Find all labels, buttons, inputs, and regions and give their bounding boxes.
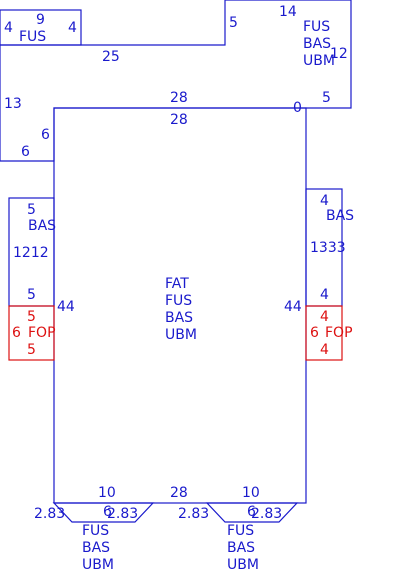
label-top-right-ubm: UBM — [303, 53, 335, 69]
label-bl-6: 6 — [103, 504, 112, 520]
label-left-strip-13: 13 — [4, 96, 22, 112]
label-left-red-5a: 5 — [27, 309, 36, 325]
label-main-center-1: FAT — [165, 276, 189, 292]
label-right-arm-bas: BAS — [326, 208, 354, 224]
label-left-red-fop: FOP — [28, 325, 56, 341]
label-right-arm-44: 44 — [284, 299, 302, 315]
label-bl-line-3: UBM — [82, 557, 114, 572]
left-red-panel — [8, 305, 55, 361]
label-right-arm-1333: 1333 — [310, 240, 346, 256]
label-left-strip-6a: 6 — [41, 127, 50, 143]
label-top-band-5: 5 — [229, 15, 238, 31]
label-left-arm-44: 44 — [57, 299, 75, 315]
label-main-0: 0 — [293, 100, 302, 116]
label-left-arm-5-top: 5 — [27, 202, 36, 218]
label-top-right-fus: FUS — [303, 19, 330, 35]
top-band-outline — [0, 0, 352, 162]
label-top-left-9: 9 — [36, 12, 45, 28]
label-top-left-4a: 4 — [4, 20, 13, 36]
label-top-band-14: 14 — [279, 4, 297, 20]
label-left-red-5b: 5 — [27, 342, 36, 358]
label-right-arm-4-bottom: 4 — [320, 287, 329, 303]
label-br-10: 10 — [242, 485, 260, 501]
label-right-red-fop: FOP — [325, 325, 353, 341]
label-br-6: 6 — [247, 504, 256, 520]
label-bl-2-83a: 2.83 — [34, 506, 65, 522]
label-br-line-3: UBM — [227, 557, 259, 572]
label-right-red-4b: 4 — [320, 342, 329, 358]
label-top-right-12: 12 — [330, 46, 348, 62]
label-main-28-top2: 28 — [170, 112, 188, 128]
label-bl-10: 10 — [98, 485, 116, 501]
label-main-28-top: 28 — [170, 90, 188, 106]
label-main-center-4: UBM — [165, 327, 197, 343]
right-red-panel — [305, 305, 343, 361]
label-br-2-83a: 2.83 — [178, 506, 209, 522]
label-left-red-6: 6 — [12, 325, 21, 341]
label-right-red-4a: 4 — [320, 309, 329, 325]
label-main-center-2: FUS — [165, 293, 192, 309]
label-right-arm-4-top: 4 — [320, 193, 329, 209]
label-top-band-25: 25 — [102, 49, 120, 65]
label-main-center-3: BAS — [165, 310, 193, 326]
label-top-right-bas: BAS — [303, 36, 331, 52]
label-left-arm-bas: BAS — [28, 218, 56, 234]
label-right-red-6: 6 — [310, 325, 319, 341]
label-br-line-2: BAS — [227, 540, 255, 556]
label-main-28-bottom: 28 — [170, 485, 188, 501]
label-top-left-fus: FUS — [19, 29, 46, 45]
label-top-right-5: 5 — [322, 90, 331, 106]
label-left-arm-5-bottom: 5 — [27, 287, 36, 303]
label-top-left-4b: 4 — [68, 20, 77, 36]
label-br-line-1: FUS — [227, 523, 254, 539]
label-bl-2-83b: 2.83 — [107, 506, 138, 522]
label-left-arm-1212: 1212 — [13, 245, 49, 261]
label-left-strip-6b: 6 — [21, 144, 30, 160]
label-bl-line-1: FUS — [82, 523, 109, 539]
label-br-2-83b: 2.83 — [251, 506, 282, 522]
bottom-right-tab — [205, 502, 299, 523]
bottom-left-tab — [52, 502, 155, 523]
label-bl-line-2: BAS — [82, 540, 110, 556]
